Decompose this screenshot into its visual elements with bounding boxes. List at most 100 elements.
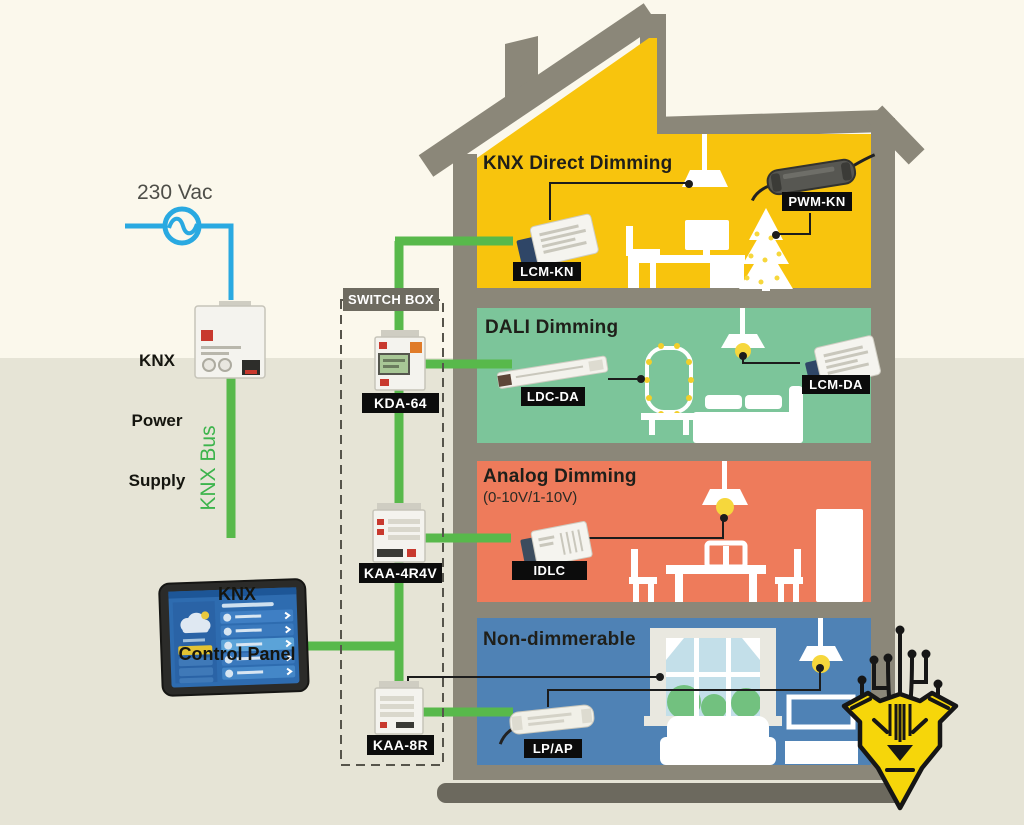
terminal-row bbox=[388, 519, 420, 524]
tree-lights bbox=[744, 231, 782, 285]
product-badge-lcm-kn: LCM-KN bbox=[513, 262, 581, 281]
chair-leg bbox=[628, 256, 634, 288]
wire-pwmkn-tree bbox=[778, 213, 811, 235]
sofa-seat bbox=[660, 737, 776, 765]
end-cap bbox=[497, 373, 513, 387]
pendant-stem bbox=[740, 308, 745, 336]
control-rows bbox=[220, 609, 296, 680]
orange-chip bbox=[410, 342, 422, 353]
product-badge-lcm-da: LCM-DA bbox=[802, 375, 870, 394]
power-supply-label-line: Supply bbox=[128, 471, 186, 490]
pillow bbox=[745, 395, 782, 409]
pendant-lamp bbox=[682, 170, 728, 187]
lp-ap-driver bbox=[498, 704, 595, 745]
gazelle-circuit-logo-icon bbox=[841, 625, 959, 811]
slab-bottom bbox=[453, 765, 895, 780]
window-post bbox=[760, 628, 776, 724]
product-badge-pwm-kn: PWM-KN bbox=[782, 192, 852, 211]
wire-lpap-lamp bbox=[547, 671, 821, 707]
weather-cloud-icon bbox=[182, 626, 209, 634]
control-panel-label-line: Control Panel bbox=[178, 644, 296, 664]
label-line bbox=[201, 352, 229, 355]
pendant-lamp bbox=[702, 489, 748, 505]
slab-1 bbox=[453, 288, 895, 308]
power-supply-label: KNX Power Supply bbox=[101, 311, 213, 511]
pendant-lamp bbox=[799, 646, 843, 661]
gazelle-nose bbox=[887, 745, 913, 761]
pendant-stem bbox=[722, 461, 727, 491]
terminal-row bbox=[380, 696, 414, 701]
dali-floor-furniture bbox=[641, 308, 803, 443]
red-chip bbox=[201, 330, 213, 341]
lcm-kn-driver bbox=[516, 213, 599, 268]
vanity-leg bbox=[649, 420, 655, 435]
device-badge-kaa-4r4v: KAA-4R4V bbox=[359, 563, 442, 583]
chair-seat bbox=[775, 577, 803, 584]
chair-seat bbox=[626, 249, 660, 256]
dining-table bbox=[666, 565, 766, 574]
control-panel-label: KNX Control Panel bbox=[160, 544, 314, 684]
end-cap bbox=[581, 708, 593, 724]
knx-control-panel-tablet bbox=[158, 578, 310, 697]
room-button bbox=[179, 667, 214, 677]
wire-lcmkn-lamp bbox=[549, 182, 687, 220]
power-supply-label-line: Power bbox=[131, 411, 183, 430]
monitor bbox=[685, 220, 729, 250]
ldc-da-driver bbox=[496, 355, 609, 389]
tv-cabinet bbox=[785, 741, 858, 764]
red-button bbox=[407, 549, 416, 557]
wire-lcmda-lamp bbox=[742, 359, 800, 364]
kda-64-device bbox=[374, 330, 426, 391]
device-badge-kaa-8r: KAA-8R bbox=[367, 735, 434, 755]
device-badge-kda-64: KDA-64 bbox=[362, 393, 439, 413]
mains-circuit bbox=[125, 206, 234, 300]
app-header-text bbox=[221, 602, 274, 608]
red-chip bbox=[380, 722, 387, 728]
table-leg bbox=[749, 574, 757, 602]
wire-idlc-lamp bbox=[589, 521, 724, 539]
pendant-stem bbox=[818, 618, 823, 648]
pwm-kn-driver bbox=[750, 153, 876, 202]
terminal bbox=[588, 359, 604, 372]
floor-title-knx-direct: KNX Direct Dimming bbox=[483, 153, 673, 174]
chair-back bbox=[794, 549, 801, 584]
room-button bbox=[179, 677, 214, 684]
roof-slope bbox=[418, 3, 659, 177]
lcd-line bbox=[383, 365, 399, 368]
slab-3 bbox=[453, 602, 895, 618]
roof-flat bbox=[652, 110, 885, 139]
terminal-row bbox=[388, 535, 420, 540]
house-base bbox=[437, 783, 907, 803]
terminal-block bbox=[377, 503, 421, 513]
kaa-8r-device bbox=[374, 681, 424, 735]
tree-bottom bbox=[739, 244, 793, 289]
desk-leg bbox=[632, 263, 639, 288]
switch-box-title: SWITCH BOX bbox=[343, 288, 439, 311]
terminal-row bbox=[380, 704, 414, 709]
chair-back bbox=[631, 549, 638, 584]
room-button-active bbox=[178, 645, 213, 656]
pillow bbox=[705, 395, 742, 409]
product-badge-idlc: IDLC bbox=[512, 561, 587, 580]
terminal-row bbox=[380, 712, 414, 717]
weather-sun-icon bbox=[201, 611, 210, 620]
terminal-row bbox=[388, 527, 420, 532]
desk-top bbox=[629, 255, 745, 263]
terminal-block bbox=[379, 681, 419, 690]
chair-leg bbox=[650, 256, 656, 288]
curtain bbox=[742, 638, 760, 660]
wire-nodes bbox=[637, 180, 824, 681]
voltage-label: 230 Vac bbox=[137, 181, 213, 204]
knx-power-supply-device bbox=[194, 301, 266, 379]
tree-trunk bbox=[762, 286, 770, 291]
bulb bbox=[735, 343, 751, 359]
table-leg bbox=[675, 574, 683, 602]
window-bushes bbox=[667, 685, 760, 716]
red-chip bbox=[377, 519, 384, 525]
red-chip bbox=[379, 342, 387, 349]
left-wall bbox=[453, 154, 477, 780]
forehead-traces bbox=[888, 704, 912, 742]
curtain bbox=[666, 638, 684, 660]
chair-seat bbox=[629, 577, 657, 584]
